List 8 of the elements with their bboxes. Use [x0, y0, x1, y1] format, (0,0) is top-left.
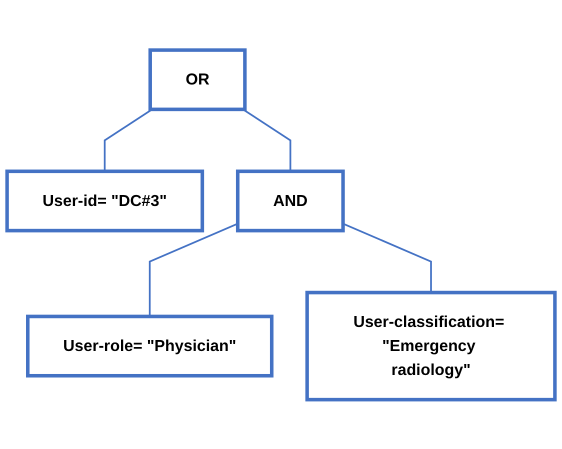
node-box: AND	[236, 169, 345, 232]
connector	[104, 108, 153, 171]
node-box: OR	[148, 48, 247, 111]
node-box: User-classification= "Emergency radiology"	[305, 290, 557, 402]
node-box: User-id= "DC#3"	[5, 169, 204, 232]
node-box: User-role= "Physician"	[26, 314, 274, 378]
connector	[242, 108, 292, 171]
connector	[342, 222, 432, 292]
